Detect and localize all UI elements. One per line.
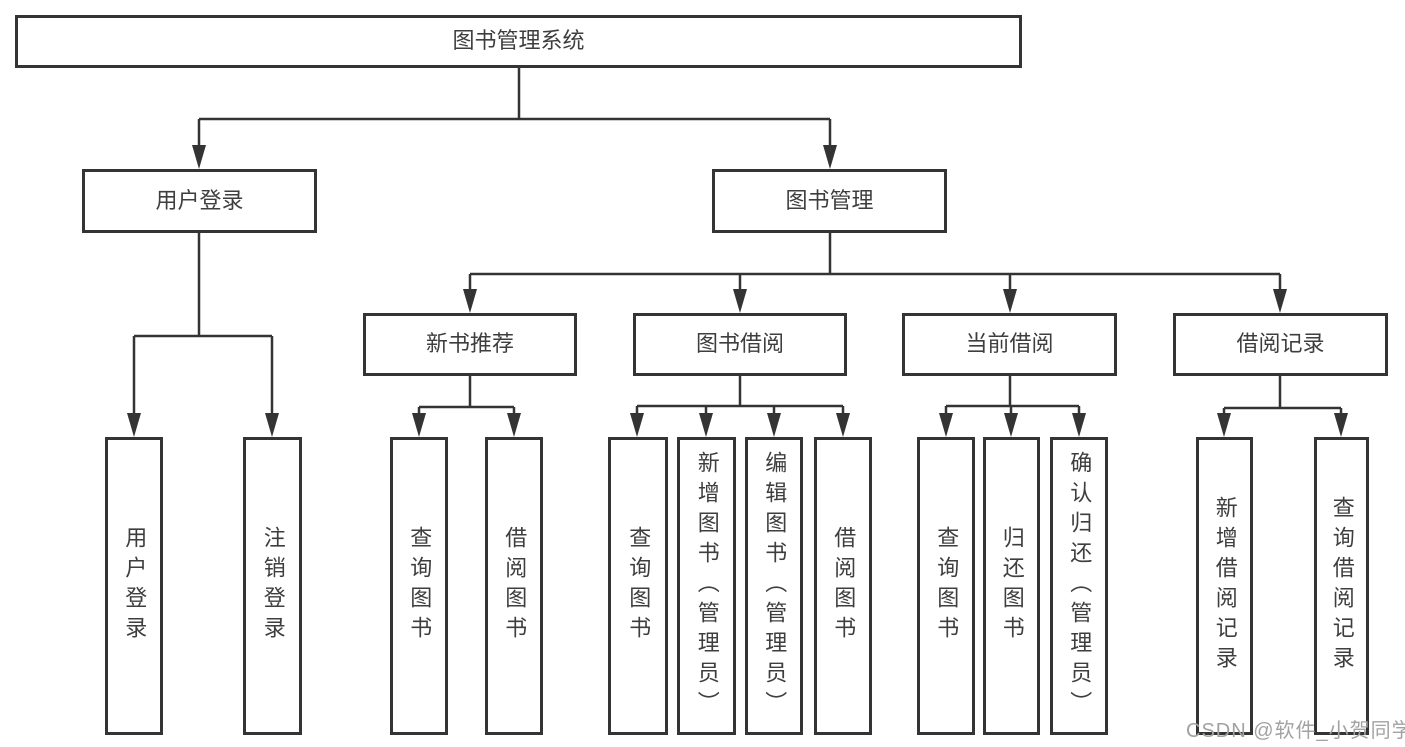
leaf-logout: 注销登录	[243, 437, 302, 735]
leaf-return-books: 归还图书	[983, 437, 1040, 735]
leaf-recommend-borrow-books-label: 借阅图书	[502, 526, 528, 646]
node-user-login: 用户登录	[82, 169, 317, 233]
leaf-add-borrow-record: 新增借阅记录	[1196, 437, 1253, 735]
leaf-logout-label: 注销登录	[260, 526, 286, 646]
leaf-borrowing-borrow-books: 借阅图书	[814, 437, 872, 735]
leaf-add-books-admin: 新增图书（管理员）	[677, 437, 736, 735]
node-book-borrowing: 图书借阅	[633, 313, 847, 376]
node-book-borrowing-label: 图书借阅	[695, 331, 784, 357]
leaf-recommend-borrow-books: 借阅图书	[485, 437, 543, 735]
leaf-recommend-query-books-label: 查询图书	[407, 526, 433, 646]
node-root-system-label: 图书管理系统	[452, 28, 585, 54]
node-borrowing-records-label: 借阅记录	[1236, 331, 1325, 357]
leaf-add-borrow-record-label: 新增借阅记录	[1212, 496, 1238, 676]
leaf-query-borrow-record-label: 查询借阅记录	[1329, 496, 1355, 676]
node-current-borrowing: 当前借阅	[902, 313, 1117, 376]
leaf-borrowing-query-books: 查询图书	[608, 437, 668, 735]
leaf-confirm-return-admin: 确认归还（管理员）	[1050, 437, 1108, 735]
leaf-current-query-books-label: 查询图书	[934, 526, 960, 646]
leaf-borrowing-query-books-label: 查询图书	[626, 526, 652, 646]
leaf-add-books-admin-label: 新增图书（管理员）	[694, 451, 720, 721]
leaf-user-login-label: 用户登录	[122, 526, 148, 646]
node-new-book-recommend: 新书推荐	[363, 313, 577, 376]
node-root-system: 图书管理系统	[15, 15, 1022, 68]
node-user-login-label: 用户登录	[155, 187, 244, 213]
node-book-management: 图书管理	[712, 169, 947, 233]
leaf-recommend-query-books: 查询图书	[390, 437, 448, 735]
leaf-borrowing-borrow-books-label: 借阅图书	[831, 526, 857, 646]
leaf-confirm-return-admin-label: 确认归还（管理员）	[1067, 451, 1093, 721]
leaf-edit-books-admin: 编辑图书（管理员）	[745, 437, 803, 735]
node-new-book-recommend-label: 新书推荐	[425, 331, 514, 357]
leaf-current-query-books: 查询图书	[917, 437, 975, 735]
leaf-query-borrow-record: 查询借阅记录	[1314, 437, 1369, 735]
leaf-edit-books-admin-label: 编辑图书（管理员）	[762, 451, 788, 721]
node-borrowing-records: 借阅记录	[1173, 313, 1388, 376]
leaf-return-books-label: 归还图书	[999, 526, 1025, 646]
node-book-management-label: 图书管理	[785, 187, 874, 213]
node-current-borrowing-label: 当前借阅	[965, 331, 1054, 357]
csdn-watermark: CSDN @软件_小贺同学	[1186, 720, 1405, 742]
leaf-user-login: 用户登录	[105, 437, 163, 735]
